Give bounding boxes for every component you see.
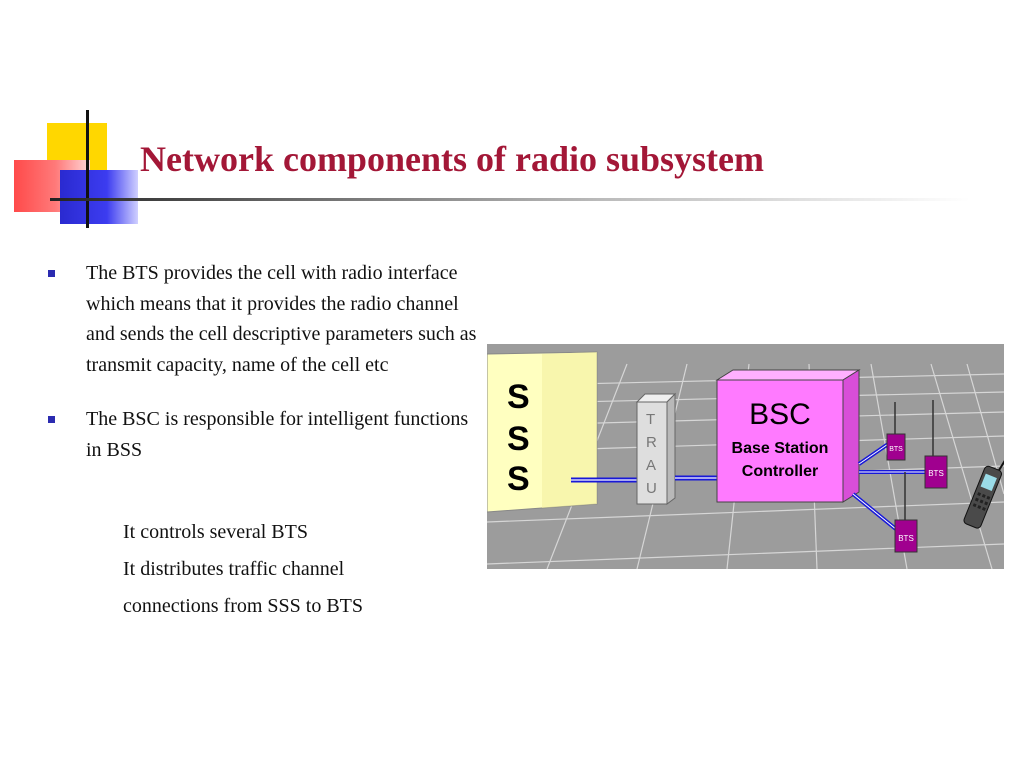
trau-unit: T R A U xyxy=(635,392,677,505)
sub-bullet-item: It controls several BTS xyxy=(123,521,308,543)
trau-letter: R xyxy=(646,434,657,451)
bullet-list: The BTS provides the cell with radio int… xyxy=(48,258,488,465)
square-bullet-icon xyxy=(48,270,55,277)
trau-letter: U xyxy=(646,480,657,497)
sub-bullet-item: It distributes traffic channel xyxy=(123,558,345,580)
bsc-label-line2: Controller xyxy=(742,463,818,480)
sub-bullet-list: It controls several BTS It distributes t… xyxy=(48,514,363,625)
bsc-title: BSC xyxy=(749,398,811,431)
trau-letter: A xyxy=(646,457,656,474)
mobile-phone-icon xyxy=(963,459,1004,529)
sss-block: S S S xyxy=(487,351,598,513)
bts-label: BTS xyxy=(928,469,944,478)
title-underline xyxy=(50,198,970,201)
bullet-item: The BSC is responsible for intelligent f… xyxy=(48,404,488,465)
bsc-label-line1: Base Station xyxy=(732,440,829,457)
slide-title: Network components of radio subsystem xyxy=(140,139,764,179)
vertical-rule xyxy=(86,110,89,228)
bts-unit: BTS xyxy=(894,472,918,553)
corner-decoration xyxy=(0,0,160,240)
network-diagram: S S S T R A U BSC Base Station Controlle… xyxy=(487,344,1004,569)
bts-label: BTS xyxy=(889,446,903,453)
bullet-text: The BSC is responsible for intelligent f… xyxy=(86,408,469,461)
sub-bullet-item: connections from SSS to BTS xyxy=(123,595,364,617)
bullet-item: The BTS provides the cell with radio int… xyxy=(48,258,488,380)
bsc-bts-links xyxy=(851,440,925,532)
bts-label: BTS xyxy=(898,534,914,543)
sss-letter: S xyxy=(507,378,530,416)
trau-letter: T xyxy=(646,411,655,428)
bullet-text: The BTS provides the cell with radio int… xyxy=(86,262,477,376)
bts-unit: BTS xyxy=(886,402,906,461)
blue-square xyxy=(60,170,138,224)
sss-letter: S xyxy=(507,420,530,458)
square-bullet-icon xyxy=(48,416,55,423)
bsc-box: BSC Base Station Controller xyxy=(715,369,861,503)
sss-letter: S xyxy=(507,460,530,498)
bts-unit: BTS xyxy=(924,400,948,489)
